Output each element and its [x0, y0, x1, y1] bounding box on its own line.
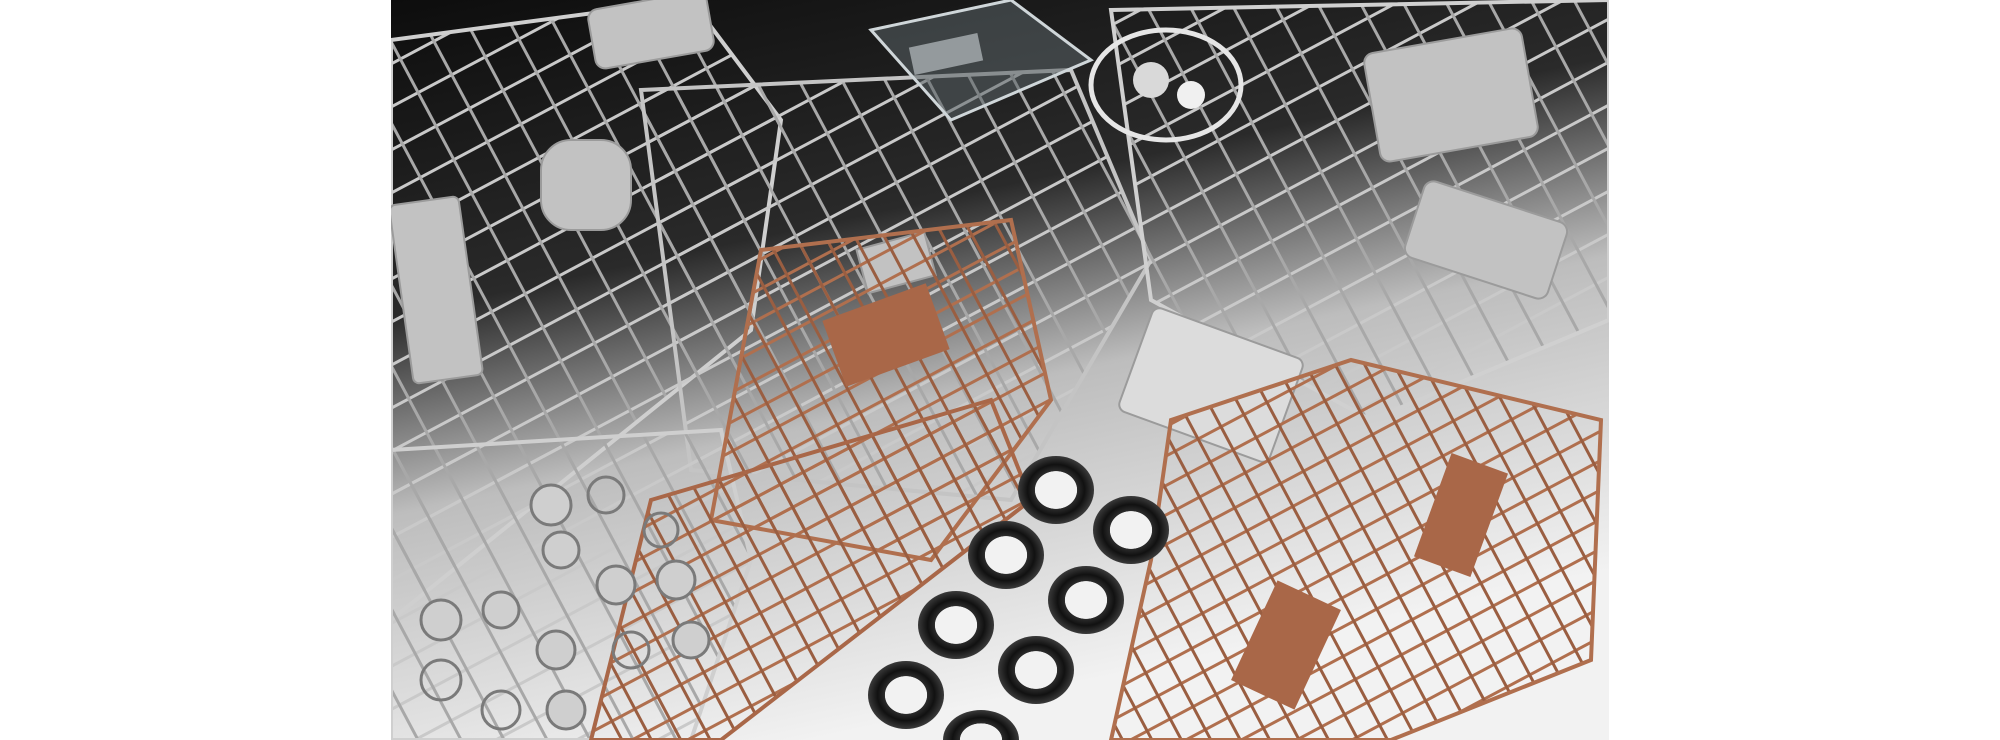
brown-sprue-right [1108, 357, 1604, 740]
gray-panel [540, 139, 632, 231]
tire [998, 636, 1074, 704]
wheel-rim [480, 689, 522, 731]
clear-sprue [868, 0, 1094, 122]
wheel [481, 590, 521, 630]
gray-panel [1403, 180, 1569, 300]
wheel [535, 629, 577, 671]
clear-part [908, 33, 984, 75]
wheel [545, 689, 587, 731]
wheel-rim [419, 658, 463, 702]
wheel [541, 530, 581, 570]
wheel [529, 483, 573, 527]
brown-floor-panel [1413, 453, 1509, 577]
wheel-rim [611, 630, 651, 670]
wheel [671, 620, 711, 660]
brown-floor-panel [1231, 580, 1341, 710]
chrome-frame [1088, 27, 1244, 143]
chrome-part [1133, 62, 1169, 98]
gray-panel [587, 0, 715, 70]
product-photo [391, 0, 1609, 740]
wheels [419, 475, 711, 731]
chrome-sprue [1088, 27, 1244, 143]
tire [1048, 566, 1124, 634]
tire [1018, 456, 1094, 524]
tire [918, 591, 994, 659]
chrome-part [1177, 81, 1205, 109]
wheel-rim [586, 475, 626, 515]
gray-panel [1363, 27, 1539, 163]
wheel [655, 559, 697, 601]
tire [943, 710, 1019, 740]
wheel [419, 598, 463, 642]
wheel [595, 564, 637, 606]
photo-canvas [391, 0, 1609, 740]
gray-panel [391, 195, 484, 385]
tires [868, 456, 1169, 740]
tire [1093, 496, 1169, 564]
tire [968, 521, 1044, 589]
brown-floor-panel [822, 283, 950, 387]
tire [868, 661, 944, 729]
wheel-rim [642, 511, 680, 549]
